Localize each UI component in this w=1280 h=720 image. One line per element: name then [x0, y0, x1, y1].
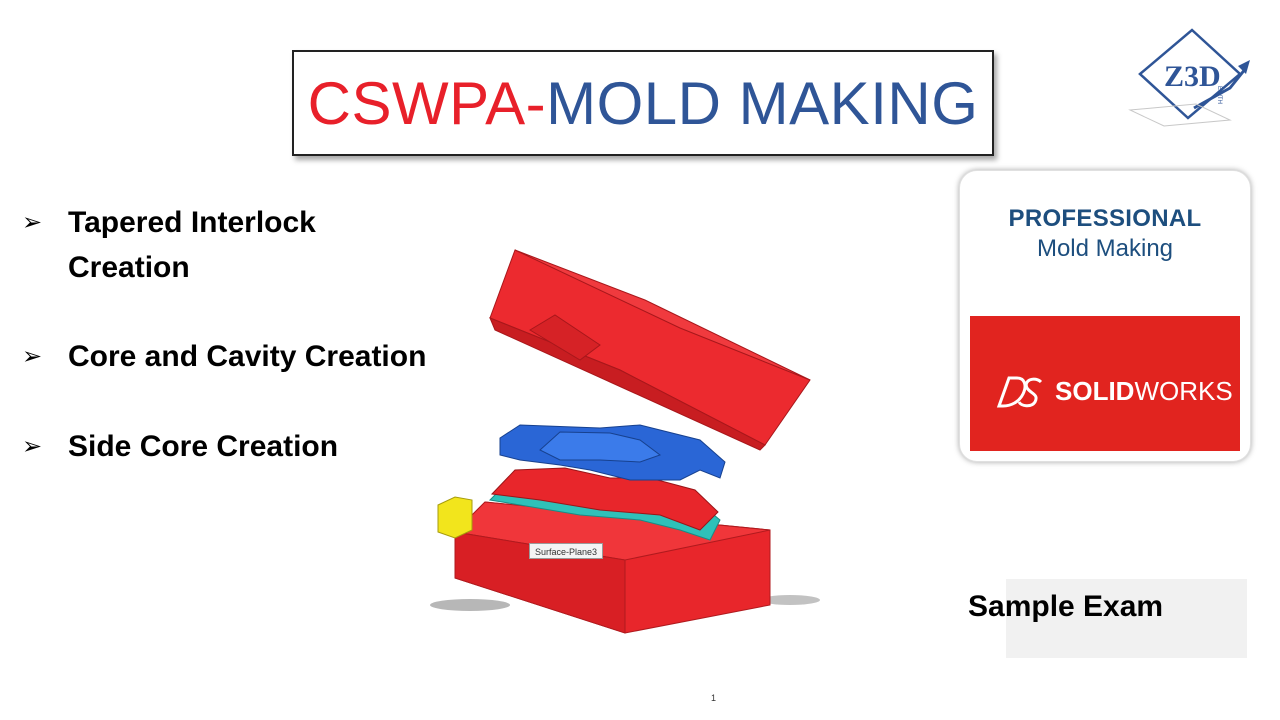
arrow-bullet-icon: ➢ — [22, 209, 43, 236]
mold-3d-model — [430, 249, 820, 634]
bullet-text: Creation — [68, 251, 190, 284]
logo-z3d-text: Z3D — [1164, 60, 1221, 93]
professional-badge: PROFESSIONAL Mold Making SOLIDWORKS — [959, 170, 1251, 462]
z3d-logo: Z3D ENITH — [1128, 28, 1250, 127]
logo-small-text: ENITH — [1216, 86, 1222, 104]
arrow-bullet-icon: ➢ — [22, 343, 43, 370]
bullet-text: Tapered Interlock — [68, 206, 316, 239]
title-cswpa: CSWPA- — [307, 69, 547, 137]
surface-plane-tooltip: Surface-Plane3 — [529, 543, 603, 559]
sample-exam-label: Sample Exam — [968, 590, 1164, 623]
brand-solid: SOLID — [1055, 376, 1135, 406]
badge-professional-text: PROFESSIONAL — [1008, 205, 1202, 232]
page-number: 1 — [711, 693, 717, 703]
title-box: CSWPA-MOLD MAKING — [292, 50, 994, 156]
page-title: CSWPA-MOLD MAKING — [308, 69, 979, 138]
badge-subtitle: Mold Making — [1036, 235, 1174, 262]
solidworks-wordmark: SOLIDWORKS — [1055, 376, 1233, 407]
bullet-text: Core and Cavity Creation — [68, 340, 427, 373]
sample-exam-box — [1006, 579, 1247, 658]
arrow-bullet-icon: ➢ — [22, 433, 43, 460]
ds-logo-icon — [996, 376, 1043, 408]
title-mold-making: MOLD MAKING — [546, 69, 979, 137]
bullet-text: Side Core Creation — [68, 430, 339, 463]
brand-works: WORKS — [1134, 376, 1233, 406]
solidworks-banner: SOLIDWORKS — [970, 316, 1240, 451]
